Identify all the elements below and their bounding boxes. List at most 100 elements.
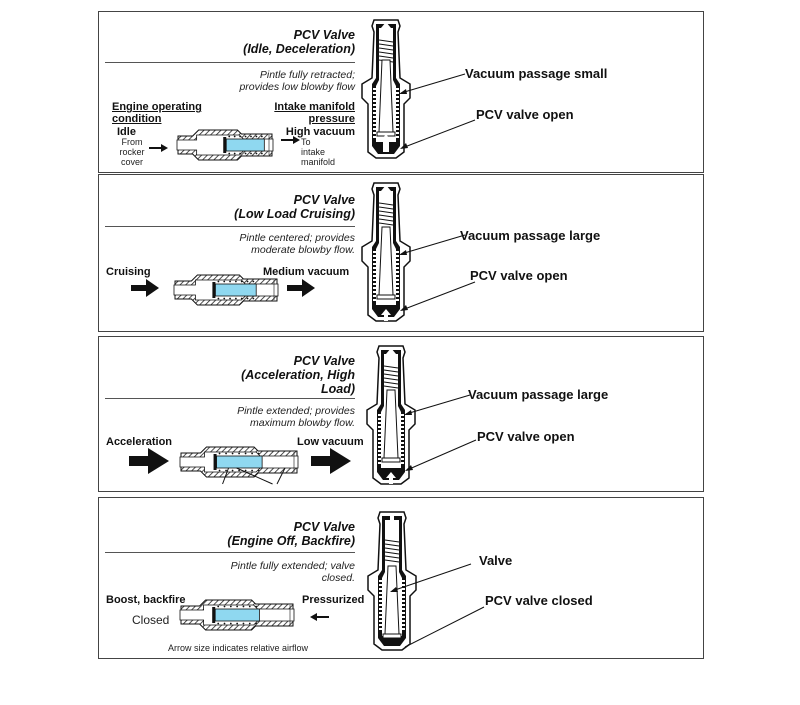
coil-mark bbox=[378, 426, 381, 428]
coil-mark bbox=[373, 267, 376, 269]
spring-coil bbox=[383, 365, 399, 369]
coil-mark bbox=[401, 450, 404, 452]
coil-mark bbox=[396, 136, 399, 138]
panel-description: Pintle centered; provides moderate blowb… bbox=[105, 232, 355, 256]
source-line: rocker bbox=[119, 147, 145, 157]
coil-mark bbox=[378, 462, 381, 464]
flow-arrow-icon bbox=[381, 309, 391, 321]
title-line: Load) bbox=[320, 382, 355, 396]
coil-mark bbox=[373, 108, 376, 110]
pressure-label: High vacuum bbox=[285, 126, 355, 138]
coil-mark bbox=[373, 259, 376, 261]
coil-mark bbox=[373, 112, 376, 114]
spring-coil bbox=[378, 218, 394, 222]
coil-mark bbox=[379, 608, 382, 610]
spring-coil bbox=[255, 135, 258, 138]
spring-coil bbox=[246, 280, 249, 283]
spring-coil bbox=[384, 555, 400, 559]
coil-mark bbox=[378, 422, 381, 424]
coil-mark bbox=[396, 92, 399, 94]
outlet-arrow-icon bbox=[311, 448, 351, 474]
title-line: (Idle, Deceleration) bbox=[243, 42, 355, 56]
spring-coil bbox=[378, 51, 394, 55]
pintle-head bbox=[212, 607, 216, 623]
valve-cross-section-diagram bbox=[366, 345, 416, 485]
spring-coil bbox=[244, 152, 247, 155]
spring-coil bbox=[229, 605, 232, 608]
panel-text-block: PCV Valve (Acceleration, High Load) Pint… bbox=[105, 337, 364, 491]
coil-mark bbox=[373, 263, 376, 265]
spring-coil bbox=[238, 469, 240, 472]
title-divider bbox=[105, 62, 355, 63]
coil-mark bbox=[402, 616, 405, 618]
title-line: PCV Valve bbox=[293, 193, 355, 207]
coil-mark bbox=[396, 287, 399, 289]
spring-coil bbox=[383, 385, 399, 389]
flow-arrow-icon bbox=[386, 472, 396, 484]
callout-valve: Valve bbox=[479, 553, 513, 568]
spring-coil bbox=[223, 622, 226, 625]
spring-coil bbox=[378, 222, 394, 226]
description-line: provides low blowby flow bbox=[239, 81, 355, 93]
coil-mark bbox=[379, 592, 382, 594]
coil-mark bbox=[378, 418, 381, 420]
coil-mark bbox=[373, 279, 376, 281]
coil-mark bbox=[373, 104, 376, 106]
coil-mark bbox=[402, 624, 405, 626]
inlet-arrow-icon bbox=[149, 144, 168, 152]
spring-coil bbox=[236, 605, 239, 608]
coil-mark bbox=[402, 608, 405, 610]
callout-valve-state: PCV valve open bbox=[470, 268, 568, 283]
coil-mark bbox=[396, 128, 399, 130]
callout-leader-upper bbox=[399, 234, 466, 255]
coil-mark bbox=[401, 418, 404, 420]
spring-coil bbox=[233, 135, 236, 138]
coil-mark bbox=[396, 259, 399, 261]
spring-coil bbox=[225, 469, 227, 472]
coil-mark bbox=[402, 580, 405, 582]
spring-coil bbox=[255, 605, 257, 608]
pintle bbox=[378, 226, 394, 296]
pressure-label: Medium vacuum bbox=[263, 266, 350, 278]
coil-mark bbox=[373, 299, 376, 301]
coil-mark bbox=[378, 414, 381, 416]
spring-coil bbox=[246, 297, 249, 300]
coil-mark bbox=[379, 596, 382, 598]
pintle bbox=[215, 283, 257, 297]
coil-mark bbox=[402, 628, 405, 630]
coil-mark bbox=[396, 104, 399, 106]
description-line: Pintle fully extended; valve bbox=[230, 560, 355, 572]
description-line: moderate blowby flow. bbox=[251, 244, 355, 256]
flow-arrow-icon bbox=[380, 134, 392, 152]
spring-coil bbox=[252, 280, 255, 283]
coil-mark bbox=[396, 267, 399, 269]
coil-mark bbox=[373, 132, 376, 134]
spring-coil bbox=[234, 297, 237, 300]
coil-mark bbox=[396, 295, 399, 297]
spring-coil bbox=[378, 210, 394, 214]
panel-acceleration-high-load: PCV Valve (Acceleration, High Load) Pint… bbox=[98, 336, 704, 492]
spring-coil bbox=[231, 452, 234, 455]
coil-mark bbox=[373, 120, 376, 122]
spring-coil bbox=[255, 622, 257, 625]
coil-mark bbox=[379, 584, 382, 586]
pintle bbox=[383, 389, 399, 459]
title-divider bbox=[105, 552, 355, 553]
coil-mark bbox=[402, 588, 405, 590]
dest-line: intake bbox=[301, 147, 326, 157]
spring-coil bbox=[231, 469, 234, 472]
coil-mark bbox=[373, 271, 376, 273]
condition-label: Cruising bbox=[106, 266, 151, 278]
spring-coil bbox=[223, 605, 226, 608]
callout-leader-lower bbox=[404, 606, 485, 648]
coil-mark bbox=[378, 430, 381, 432]
coil-mark bbox=[379, 624, 382, 626]
pointer-line bbox=[276, 467, 286, 485]
coil-mark bbox=[373, 251, 376, 253]
coil-mark bbox=[379, 628, 382, 630]
coil-mark bbox=[379, 620, 382, 622]
description-line: Pintle centered; provides bbox=[239, 232, 355, 244]
spring-coil bbox=[383, 377, 399, 381]
coil-mark bbox=[396, 96, 399, 98]
description-line: Pintle fully retracted; bbox=[259, 69, 355, 81]
